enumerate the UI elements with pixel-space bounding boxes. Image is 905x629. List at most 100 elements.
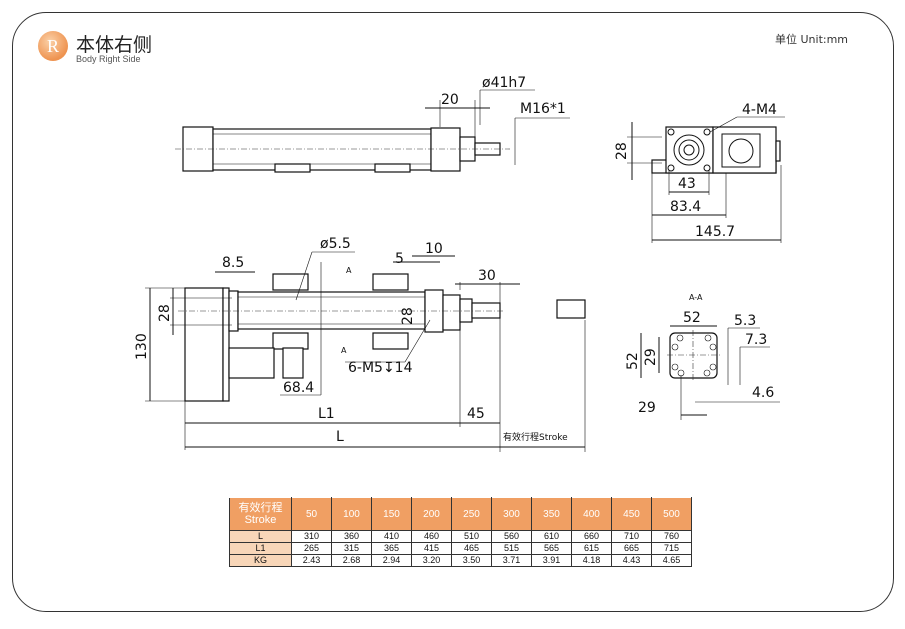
hole-mark (703, 164, 711, 172)
hole-mark (678, 139, 700, 161)
dimension-label: 43 (678, 176, 696, 192)
hole-mark (673, 134, 705, 166)
stroke-cell: 200 (411, 497, 452, 531)
table-cell: 4.18 (571, 554, 612, 567)
top-view: 20 ø41h7 M16*1 (175, 75, 570, 173)
stroke-cell: 450 (611, 497, 652, 531)
dimension-label: 29 (643, 348, 659, 366)
page-title: 本体右侧 (76, 34, 153, 56)
table-cell: 710 (611, 530, 652, 543)
part-outline (556, 299, 586, 319)
dimension-label: 28 (400, 307, 416, 325)
part-outline (459, 298, 473, 323)
part-outline (442, 294, 461, 331)
dimension-line (709, 116, 738, 133)
part-outline (237, 291, 426, 330)
stroke-cell: 250 (451, 497, 492, 531)
dimension-label: 有效行程Stroke (503, 431, 568, 443)
part-outline (712, 126, 777, 174)
dimension-label: 6-M5↧14 (348, 360, 413, 376)
hole-mark (667, 128, 675, 136)
hole-mark (703, 369, 711, 377)
table-cell: 610 (531, 530, 572, 543)
hole-mark (667, 164, 675, 172)
dimension-label: A (341, 346, 347, 355)
logo-badge: R (38, 31, 68, 61)
stroke-cell: 300 (491, 497, 532, 531)
hole-mark (704, 334, 712, 342)
part-outline (282, 347, 304, 379)
hole-mark (709, 343, 717, 351)
table-cell: 515 (491, 542, 532, 555)
table-cell: 2.94 (371, 554, 412, 567)
hole-mark (683, 144, 695, 156)
header-label-cn: 有效行程 (238, 502, 283, 514)
unit-label: 单位 Unit:mm (775, 33, 849, 46)
dimension-label: 52 (683, 310, 701, 326)
end-view: 4-M4 28 43 83.4 145.7 (614, 102, 785, 243)
dimension-label: 68.4 (283, 380, 314, 396)
table-cell: 410 (371, 530, 412, 543)
table-cell: 365 (371, 542, 412, 555)
table-cell: 560 (491, 530, 532, 543)
page-frame (12, 12, 894, 612)
dimension-label: 5 (395, 251, 404, 267)
dimension-label: 83.4 (670, 199, 701, 215)
dimension-label: ø41h7 (482, 75, 526, 91)
part-outline (274, 163, 311, 173)
page-subtitle: Body Right Side (76, 54, 141, 64)
table-cell: 760 (651, 530, 692, 543)
part-outline (222, 287, 230, 402)
table-cell: 3.50 (451, 554, 492, 567)
table-cell: 510 (451, 530, 492, 543)
dimension-label: 8.5 (222, 255, 244, 271)
dimension-label: 130 (134, 333, 150, 360)
dimension-label: 145.7 (695, 224, 735, 240)
dimension-label: 29 (638, 400, 656, 416)
part-outline (669, 332, 718, 379)
hole-mark (671, 343, 679, 351)
stroke-cell: 350 (531, 497, 572, 531)
table-cell: 360 (331, 530, 372, 543)
table-cell: 565 (531, 542, 572, 555)
stroke-cell: 150 (371, 497, 412, 531)
table-cell: 3.91 (531, 554, 572, 567)
hole-mark (709, 363, 717, 371)
dimension-line (721, 133, 761, 168)
dimension-label: L (336, 429, 344, 445)
hole-mark (728, 138, 754, 164)
part-outline (228, 347, 275, 379)
row-label: L (229, 530, 292, 543)
stroke-cell: 500 (651, 497, 692, 531)
table-cell: 4.43 (611, 554, 652, 567)
stroke-cell: 100 (331, 497, 372, 531)
dimension-label: 5.3 (734, 313, 756, 329)
stroke-cell: 400 (571, 497, 612, 531)
dimension-label: 30 (478, 268, 496, 284)
table-cell: 465 (451, 542, 492, 555)
table-cell: 315 (331, 542, 372, 555)
table-cell: 3.71 (491, 554, 532, 567)
part-outline (471, 302, 501, 319)
table-cell: 660 (571, 530, 612, 543)
dimension-label: 4.6 (752, 385, 774, 401)
dimension-label: ø5.5 (320, 236, 351, 252)
table-cell: 415 (411, 542, 452, 555)
hole-mark (676, 334, 684, 342)
part-outline (374, 163, 411, 173)
dimension-label: 45 (467, 406, 485, 422)
dimension-label: 20 (441, 92, 459, 108)
table-cell: 460 (411, 530, 452, 543)
dimension-line (404, 319, 431, 363)
dimension-label: 10 (425, 241, 443, 257)
row-label: L1 (229, 542, 292, 555)
part-outline (272, 332, 309, 350)
table-cell: 2.68 (331, 554, 372, 567)
table-cell: 715 (651, 542, 692, 555)
